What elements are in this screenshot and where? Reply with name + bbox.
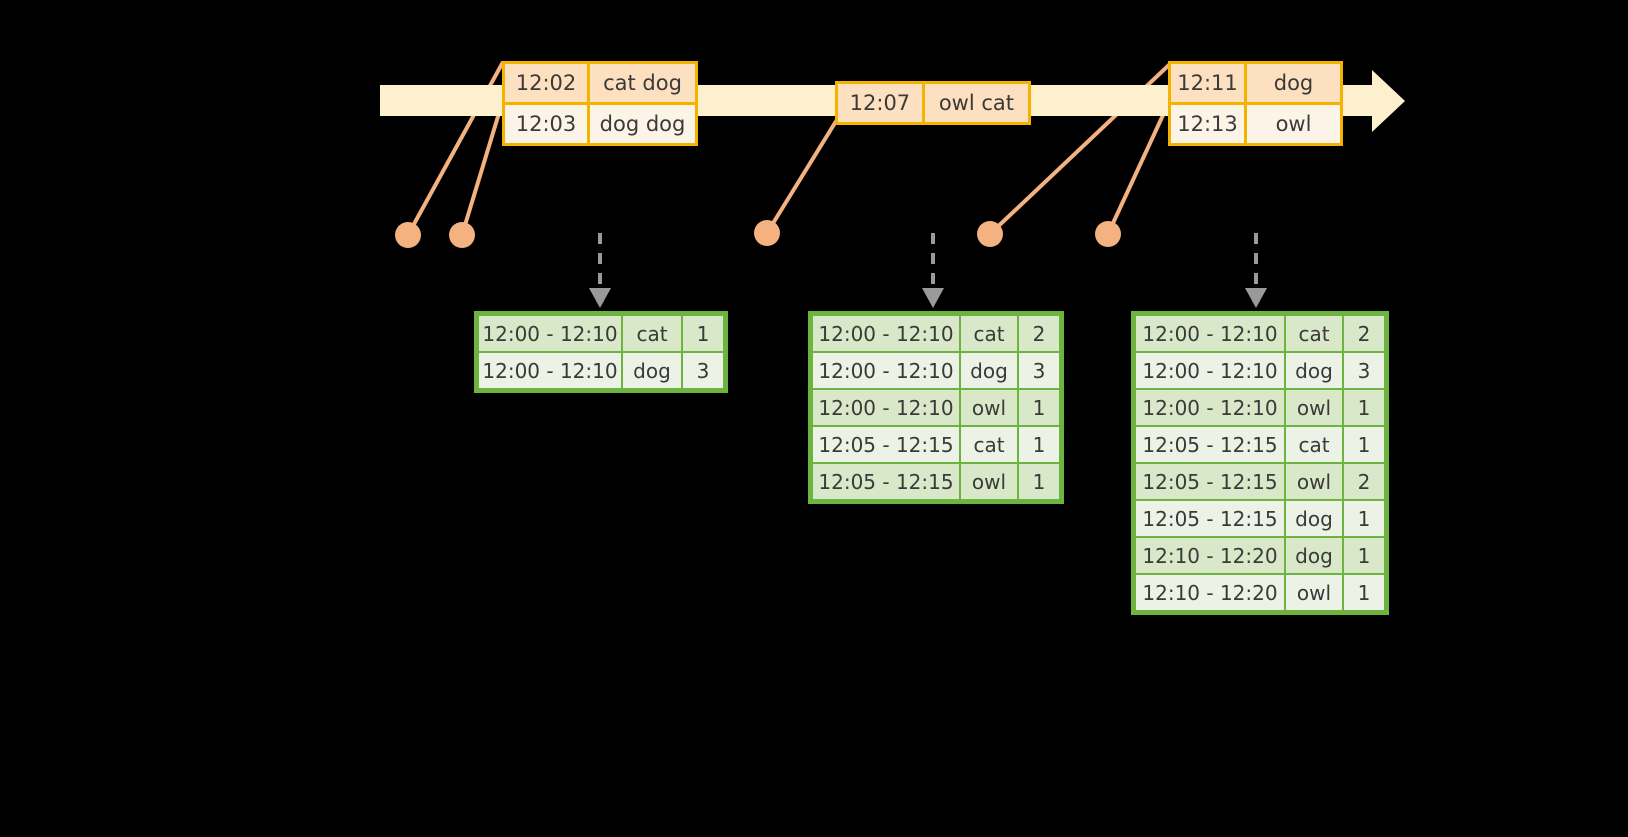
- event-box-1[interactable]: 12:02 cat dog 12:03 dog dog: [502, 61, 698, 146]
- event-words: dog dog: [587, 105, 695, 143]
- event-dot: [395, 222, 421, 248]
- event-row: 12:03 dog dog: [505, 102, 695, 143]
- table-cell-count: 1: [1018, 389, 1060, 426]
- connector-line: [765, 116, 840, 235]
- timeline-arrow-icon: [1372, 70, 1405, 132]
- table-cell-window: 12:05 - 12:15: [1135, 463, 1285, 500]
- event-box-3[interactable]: 12:11 dog 12:13 owl: [1168, 61, 1343, 146]
- table-cell-count: 1: [1343, 426, 1385, 463]
- table-cell-window: 12:05 - 12:15: [1135, 426, 1285, 463]
- table-cell-word: dog: [1285, 500, 1343, 537]
- table-cell-count: 2: [1343, 315, 1385, 352]
- table-cell-window: 12:10 - 12:20: [1135, 537, 1285, 574]
- table-cell-word: owl: [1285, 574, 1343, 611]
- event-dot: [754, 220, 780, 246]
- event-time: 12:11: [1177, 71, 1238, 95]
- event-words: owl cat: [921, 84, 1028, 122]
- event-row: 12:13 owl: [1171, 102, 1340, 143]
- table-cell-window: 12:00 - 12:10: [1135, 352, 1285, 389]
- table-cell-word: cat: [960, 315, 1018, 352]
- table-cell-word: cat: [1285, 315, 1343, 352]
- event-box-2[interactable]: 12:07 owl cat: [835, 81, 1031, 125]
- event-words: dog: [1244, 64, 1340, 102]
- table-cell-count: 1: [1343, 389, 1385, 426]
- event-dot: [977, 221, 1003, 247]
- table-cell-word: dog: [960, 352, 1018, 389]
- table-cell-word: cat: [960, 426, 1018, 463]
- event-dot: [1095, 221, 1121, 247]
- table-cell-window: 12:00 - 12:10: [478, 315, 622, 352]
- table-cell-word: owl: [1285, 463, 1343, 500]
- event-dot: [449, 222, 475, 248]
- table-cell-count: 1: [682, 315, 724, 352]
- flow-arrow: [1245, 233, 1267, 308]
- table-cell-window: 12:00 - 12:10: [812, 352, 960, 389]
- table-cell-count: 1: [1018, 426, 1060, 463]
- connector-line: [460, 99, 505, 236]
- table-cell-count: 3: [1018, 352, 1060, 389]
- table-cell-count: 2: [1018, 315, 1060, 352]
- table-cell-word: cat: [622, 315, 682, 352]
- table-cell-word: cat: [1285, 426, 1343, 463]
- table-cell-window: 12:05 - 12:15: [1135, 500, 1285, 537]
- table-cell-count: 3: [1343, 352, 1385, 389]
- table-cell-count: 1: [1018, 463, 1060, 500]
- event-time: 12:03: [515, 112, 577, 136]
- table-cell-word: dog: [622, 352, 682, 389]
- table-cell-window: 12:10 - 12:20: [1135, 574, 1285, 611]
- table-cell-window: 12:05 - 12:15: [812, 463, 960, 500]
- event-time: 12:02: [515, 71, 577, 95]
- table-cell-word: dog: [1285, 352, 1343, 389]
- table-cell-count: 1: [1343, 500, 1385, 537]
- table-cell-word: owl: [960, 389, 1018, 426]
- table-cell-word: owl: [1285, 389, 1343, 426]
- event-time: 12:07: [849, 91, 911, 115]
- event-time: 12:13: [1177, 112, 1238, 136]
- table-cell-count: 3: [682, 352, 724, 389]
- table-cell-count: 2: [1343, 463, 1385, 500]
- flow-arrow: [922, 233, 944, 308]
- event-words: owl: [1244, 105, 1340, 143]
- table-cell-window: 12:05 - 12:15: [812, 426, 960, 463]
- table-cell-word: owl: [960, 463, 1018, 500]
- event-row: 12:02 cat dog: [505, 64, 695, 102]
- flow-arrow: [589, 233, 611, 308]
- table-cell-window: 12:00 - 12:10: [1135, 389, 1285, 426]
- table-cell-window: 12:00 - 12:10: [478, 352, 622, 389]
- table-cell-window: 12:00 - 12:10: [812, 389, 960, 426]
- event-words: cat dog: [587, 64, 695, 102]
- event-row: 12:07 owl cat: [838, 84, 1028, 122]
- table-cell-window: 12:00 - 12:10: [812, 315, 960, 352]
- table-cell-count: 1: [1343, 537, 1385, 574]
- table-cell-word: dog: [1285, 537, 1343, 574]
- table-cell-count: 1: [1343, 574, 1385, 611]
- event-row: 12:11 dog: [1171, 64, 1340, 102]
- table-cell-window: 12:00 - 12:10: [1135, 315, 1285, 352]
- connector-line: [1106, 99, 1172, 235]
